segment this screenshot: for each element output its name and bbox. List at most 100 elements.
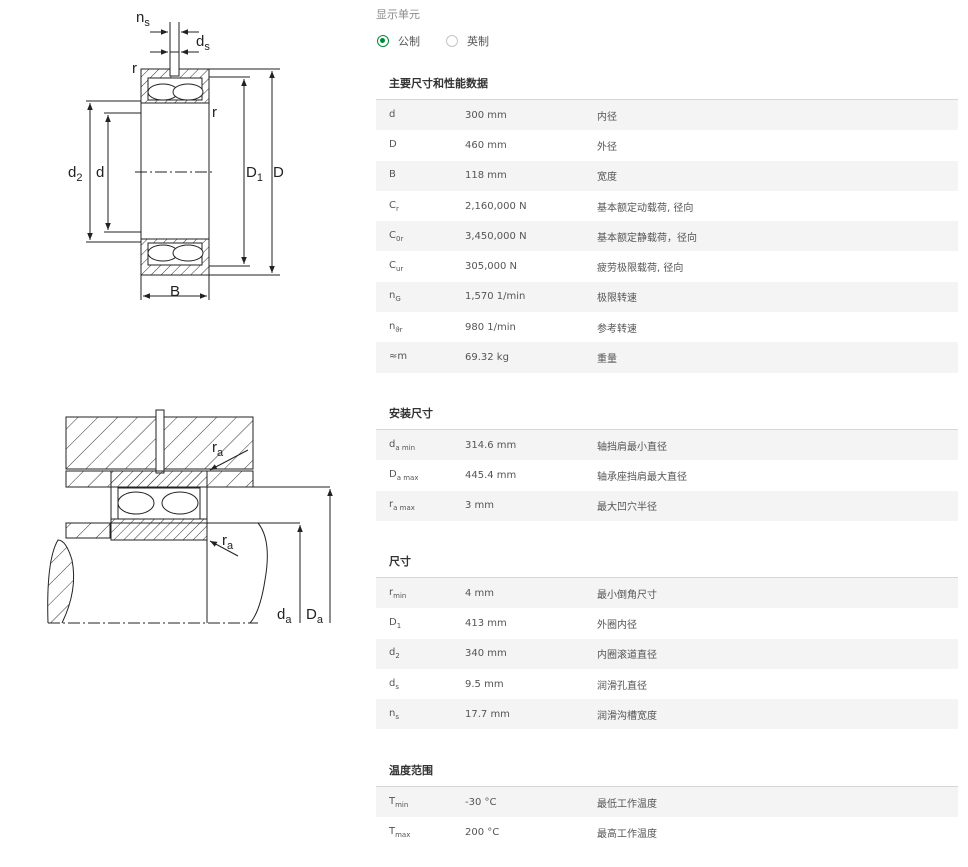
spec-value: 460 mm <box>465 139 507 151</box>
spec-description: 内圈滚道直径 <box>597 650 657 662</box>
label-B: B <box>170 283 180 300</box>
mounting-section-view <box>47 409 333 624</box>
spec-symbol: D1 <box>389 616 402 630</box>
unit-option-imperial[interactable]: 英制 <box>445 33 489 49</box>
spec-row: Cr 2,160,000 N 基本额定动载荷, 径向 <box>376 191 958 221</box>
spec-symbol: rmin <box>389 586 407 600</box>
spec-value: -30 °C <box>465 796 497 808</box>
metric-radio[interactable] <box>377 35 389 47</box>
spec-symbol: C0r <box>389 229 404 243</box>
svg-text:da: da <box>277 606 292 626</box>
spec-description: 参考转速 <box>597 323 637 335</box>
spec-description: 最大凹穴半径 <box>597 502 657 514</box>
spec-value: 980 1/min <box>465 321 516 333</box>
label-ra-top-sub: a <box>217 447 224 459</box>
spec-description: 最高工作温度 <box>597 828 657 840</box>
label-D: D <box>273 164 284 181</box>
bearing-dimension-labels: ns ds r r d2 d D1 D B <box>68 9 284 300</box>
spec-value: 4 mm <box>465 587 495 599</box>
label-ds-sub: s <box>204 41 210 53</box>
spec-symbol: Cr <box>389 199 399 213</box>
spec-value: 3,450,000 N <box>465 230 527 242</box>
svg-text:ra: ra <box>212 439 224 459</box>
spec-symbol: d <box>389 108 396 120</box>
unit-options: 公制 英制 <box>376 33 514 49</box>
svg-text:ds: ds <box>196 33 210 53</box>
spec-description: 基本额定动载荷, 径向 <box>597 202 694 214</box>
bearing-section-view <box>86 22 280 300</box>
unit-option-metric[interactable]: 公制 <box>376 33 420 49</box>
label-d: d <box>96 164 104 181</box>
spec-description: 润滑沟槽宽度 <box>597 710 657 722</box>
spec-description: 最小倒角尺寸 <box>597 589 657 601</box>
spec-value: 200 °C <box>465 826 500 838</box>
label-D1: D <box>246 164 257 181</box>
mounting-dimension-labels: ra ra da Da <box>212 439 324 626</box>
spec-symbol: d2 <box>389 647 400 661</box>
label-ds: d <box>196 33 204 50</box>
spec-value: 340 mm <box>465 648 507 660</box>
svg-text:Da: Da <box>306 606 324 626</box>
svg-text:D1: D1 <box>246 164 263 184</box>
spec-value: 413 mm <box>465 617 507 629</box>
spec-description: 润滑孔直径 <box>597 680 647 692</box>
label-r-top: r <box>132 60 137 77</box>
label-Da-sub: a <box>317 614 324 626</box>
spec-symbol: nG <box>389 290 401 304</box>
imperial-label: 英制 <box>467 35 489 48</box>
label-Da: D <box>306 606 317 623</box>
spec-symbol: B <box>389 169 396 181</box>
spec-value: 9.5 mm <box>465 678 504 690</box>
spec-symbol: ra max <box>389 499 415 513</box>
unit-selector: 显示单元 公制 英制 <box>376 6 514 49</box>
label-ra-bottom: r <box>222 532 227 549</box>
unit-selector-label: 显示单元 <box>376 8 420 21</box>
spec-row: Tmax 200 °C 最高工作温度 <box>376 817 958 847</box>
bearing-technical-drawing: ns ds r r d2 d D1 D B <box>47 9 333 626</box>
label-r-right: r <box>212 104 217 121</box>
spec-value: 300 mm <box>465 109 507 121</box>
spec-row: rmin 4 mm 最小倒角尺寸 <box>376 578 958 609</box>
label-d2: d <box>68 164 76 181</box>
spec-description: 轴挡肩最小直径 <box>597 441 667 453</box>
metric-label: 公制 <box>398 35 420 48</box>
label-d2-sub: 2 <box>76 172 82 184</box>
spec-description: 重量 <box>597 354 617 366</box>
label-da-sub: a <box>285 614 292 626</box>
spec-symbol: ns <box>389 707 399 721</box>
spec-description: 外径 <box>597 141 617 153</box>
label-ns: n <box>136 9 144 26</box>
spec-symbol: Tmax <box>389 825 411 839</box>
spec-symbol: ≈m <box>389 351 408 363</box>
spec-description: 极限转速 <box>597 293 637 305</box>
spec-description: 疲劳极限载荷, 径向 <box>597 263 684 275</box>
label-ns-sub: s <box>144 17 150 29</box>
spec-value: 17.7 mm <box>465 708 510 720</box>
spec-value: 2,160,000 N <box>465 200 527 212</box>
imperial-radio[interactable] <box>446 35 458 47</box>
label-ra-top: r <box>212 439 217 456</box>
spec-description: 内径 <box>597 111 617 123</box>
spec-row: d 300 mm 内径 <box>376 100 958 131</box>
section-title: 尺寸 <box>376 546 958 578</box>
spec-description: 最低工作温度 <box>597 798 657 810</box>
spec-row: d2 340 mm 内圈滚道直径 <box>376 638 958 669</box>
spec-description: 宽度 <box>597 172 617 184</box>
spec-value: 445.4 mm <box>465 469 517 481</box>
